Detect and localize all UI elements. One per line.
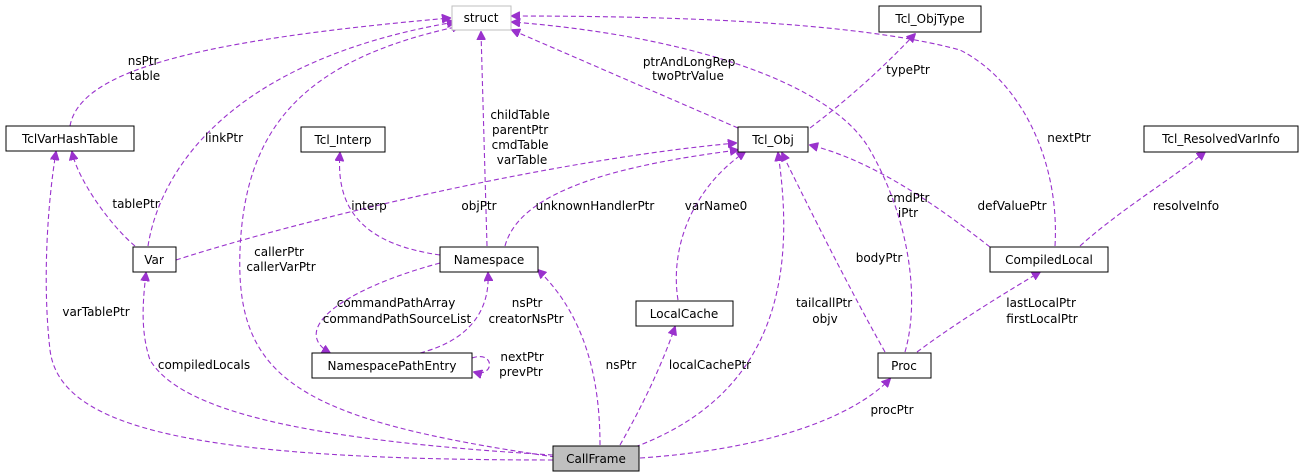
- node-var-label: Var: [144, 253, 164, 267]
- node-localcache[interactable]: LocalCache: [635, 300, 734, 327]
- label-callframe-var: compiledLocals: [158, 358, 250, 372]
- label-obj-objtype: typePtr: [886, 63, 930, 77]
- label-callframe-struct: callerPtr callerVarPtr: [246, 245, 315, 274]
- label-proc-obj: bodyPtr: [856, 251, 903, 265]
- label-var-obj: objPtr: [461, 199, 496, 213]
- node-namespace[interactable]: Namespace: [439, 246, 539, 273]
- edge-callframe-to-localcache: [619, 327, 675, 446]
- edge-npe-self: [471, 356, 490, 373]
- edge-labels: nsPtr table linkPtr tablePtr callerPtr c…: [62, 54, 1219, 417]
- label-compiledlocal-struct: nextPtr: [1047, 131, 1091, 145]
- label-proc-struct: cmdPtr iPtr: [887, 191, 934, 220]
- node-namespace-label: Namespace: [454, 253, 525, 267]
- edges: [45, 16, 1205, 461]
- edge-callframe-to-obj: [634, 153, 785, 448]
- edge-compiledlocal-to-obj: [810, 145, 991, 248]
- label-callframe-namespace: nsPtr: [606, 358, 637, 372]
- edge-proc-to-compiledlocal: [916, 272, 1040, 353]
- node-tcl-interp[interactable]: Tcl_Interp: [300, 126, 386, 153]
- node-tcl-objtype-label: Tcl_ObjType: [894, 12, 964, 26]
- node-callframe[interactable]: CallFrame: [552, 445, 640, 472]
- node-callframe-label: CallFrame: [566, 452, 626, 466]
- edge-namespace-to-struct: [481, 32, 488, 247]
- label-localcache-obj: varName0: [685, 199, 747, 213]
- edge-callframe-to-proc: [639, 379, 890, 459]
- node-tclvarhashtable[interactable]: TclVarHashTable: [5, 125, 135, 152]
- edge-obj-to-objtype: [809, 34, 915, 129]
- label-namespace-struct: childTable parentPtr cmdTable varTable: [490, 108, 553, 167]
- label-obj-struct: ptrAndLongRep twoPtrValue: [643, 55, 739, 83]
- edge-var-to-struct: [147, 22, 455, 247]
- node-namespacepathentry[interactable]: NamespacePathEntry: [311, 352, 473, 379]
- node-var[interactable]: Var: [132, 246, 177, 273]
- label-callframe-obj: tailcallPtr objv: [796, 296, 856, 326]
- label-hashtable-struct: nsPtr table: [128, 54, 163, 83]
- node-tcl-resolvedvarinfo-label: Tcl_ResolvedVarInfo: [1161, 132, 1280, 146]
- edge-compiledlocal-to-rvi: [1079, 152, 1205, 247]
- label-npe-namespace: nsPtr creatorNsPtr: [488, 296, 563, 326]
- edge-proc-to-struct: [512, 22, 913, 353]
- edge-callframe-to-namespace: [538, 270, 601, 446]
- edge-var-to-hashtable: [72, 152, 136, 247]
- node-tcl-interp-label: Tcl_Interp: [313, 133, 371, 147]
- node-tcl-resolvedvarinfo[interactable]: Tcl_ResolvedVarInfo: [1143, 125, 1299, 153]
- label-compiledlocal-rvi: resolveInfo: [1153, 199, 1219, 213]
- label-npe-self: nextPtr prevPtr: [499, 350, 547, 379]
- node-tclvarhashtable-label: TclVarHashTable: [21, 132, 118, 146]
- node-localcache-label: LocalCache: [650, 307, 718, 321]
- node-tcl-obj[interactable]: Tcl_Obj: [737, 126, 809, 153]
- edge-callframe-to-struct: [239, 26, 556, 458]
- label-proc-compiledlocal: lastLocalPtr firstLocalPtr: [1006, 296, 1079, 326]
- label-callframe-localcache: localCachePtr: [669, 358, 751, 372]
- label-var-struct: linkPtr: [205, 131, 243, 145]
- node-proc-label: Proc: [891, 359, 917, 373]
- edge-callframe-to-hashtable: [45, 152, 554, 461]
- node-namespacepathentry-label: NamespacePathEntry: [328, 359, 457, 373]
- node-struct[interactable]: struct: [451, 5, 512, 31]
- edge-localcache-to-obj: [675, 152, 745, 301]
- label-namespace-interp: interp: [351, 199, 387, 213]
- edge-callframe-to-var: [143, 273, 554, 456]
- nodes: struct Tcl_ObjType TclVarHashTable Tcl_I…: [5, 5, 1299, 472]
- edge-obj-to-struct: [512, 30, 739, 129]
- edge-hashtable-to-struct: [69, 18, 450, 127]
- node-tcl-obj-label: Tcl_Obj: [751, 133, 794, 147]
- label-var-hashtable: tablePtr: [112, 197, 159, 211]
- edge-namespace-to-obj: [504, 150, 738, 247]
- label-compiledlocal-obj: defValuePtr: [977, 199, 1046, 213]
- node-struct-label: struct: [464, 11, 499, 25]
- node-tcl-objtype[interactable]: Tcl_ObjType: [878, 5, 982, 33]
- edge-compiledlocal-to-struct: [512, 16, 1056, 247]
- edge-proc-to-obj: [782, 153, 886, 353]
- edge-namespace-to-npe: [315, 262, 441, 353]
- label-namespace-obj: unknownHandlerPtr: [536, 199, 655, 213]
- label-namespace-npe: commandPathArray commandPathSourceList: [323, 296, 472, 326]
- edge-var-to-obj: [175, 143, 736, 261]
- node-compiledlocal[interactable]: CompiledLocal: [989, 246, 1109, 273]
- edge-npe-to-namespace: [419, 273, 488, 354]
- node-compiledlocal-label: CompiledLocal: [1005, 253, 1093, 267]
- label-callframe-hashtable: varTablePtr: [62, 305, 129, 319]
- label-callframe-proc: procPtr: [870, 403, 913, 417]
- node-proc[interactable]: Proc: [877, 352, 932, 379]
